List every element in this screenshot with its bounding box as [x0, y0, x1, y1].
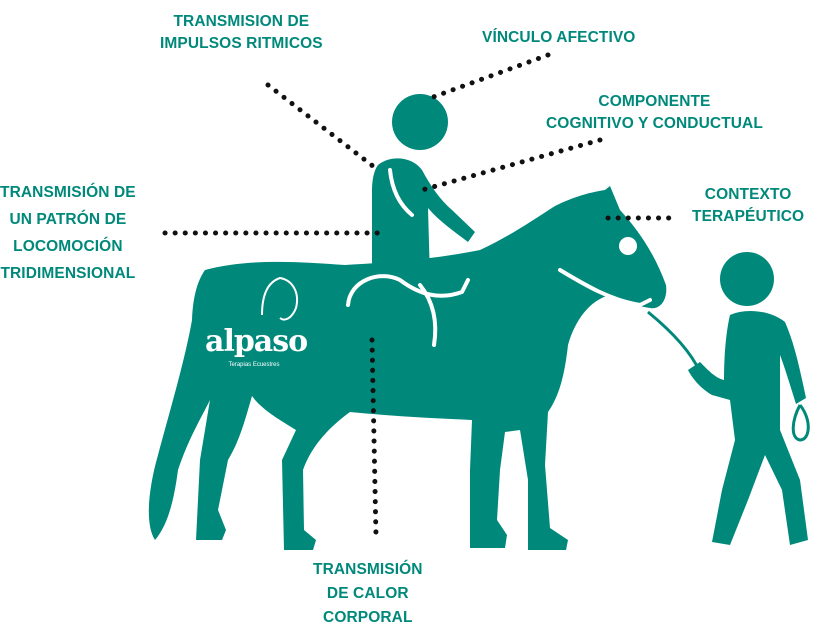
rider-arm-outline: [388, 168, 414, 217]
label-contexto-terapeutico: CONTEXTO TERAPÉUTICO: [692, 186, 805, 225]
leader-impulsos: [265, 82, 381, 173]
walker-icon: [688, 310, 808, 545]
walker-rope: [791, 404, 810, 442]
label-transmision-impulsos: TRANSMISION DE IMPULSOS RITMICOS: [160, 13, 323, 52]
rider-icon: [372, 158, 475, 383]
walker-head: [720, 252, 774, 306]
saddle-outline: [346, 274, 470, 307]
label-componente-cognitivo: COMPONENTE COGNITIVO Y CONDUCTUAL: [546, 93, 763, 132]
horse-eye: [619, 237, 637, 255]
leader-calor: [369, 337, 379, 539]
reins-line: [647, 310, 702, 373]
saddle-icon: [345, 279, 405, 331]
logo-wordmark: alpaso: [205, 324, 308, 359]
rider-head: [392, 94, 448, 150]
bridle-line: [558, 268, 652, 307]
label-transmision-patron: TRANSMISIÓN DE UN PATRÓN DE LOCOMOCIÓN T…: [0, 184, 136, 282]
logo-horse-head-icon: [261, 276, 298, 321]
label-vinculo-afectivo: VÍNCULO AFECTIVO: [482, 29, 636, 46]
label-transmision-calor: TRANSMISIÓN DE CALOR CORPORAL: [313, 561, 423, 626]
rider-leg-outline: [418, 283, 438, 347]
logo-subtitle: Terapias Ecuestres: [228, 362, 280, 368]
leader-vinculo: [422, 52, 551, 103]
leader-componente: [419, 137, 603, 193]
